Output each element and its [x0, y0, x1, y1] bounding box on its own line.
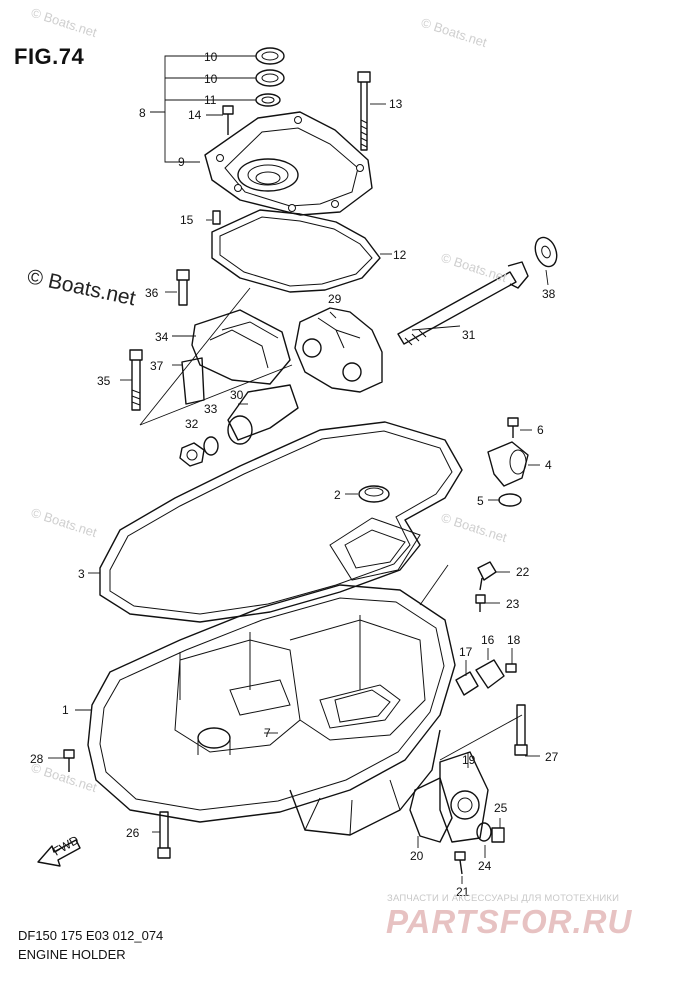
shop-logo: PARTSFOR.RU [386, 903, 633, 940]
part-number: 19 [462, 753, 476, 767]
part-number: 32 [185, 417, 199, 431]
part-number: 17 [459, 645, 473, 659]
oil-pan [87, 584, 456, 836]
part-number: 11 [204, 93, 217, 107]
part-number: 8 [139, 106, 146, 120]
part-number: 15 [180, 213, 194, 227]
part-number: 35 [97, 374, 111, 388]
part-number: 3 [78, 567, 85, 581]
top-cover-assembly [204, 47, 373, 225]
part-number: 5 [477, 494, 484, 508]
part-number: 30 [230, 388, 244, 402]
fittings [63, 417, 529, 875]
leader-lines [48, 55, 549, 884]
shop-tagline: ЗАПЧАСТИ И АКСЕССУАРЫ ДЛЯ МОТОТЕХНИКИ [387, 893, 620, 904]
part-number: 12 [393, 248, 407, 262]
part-number: 23 [506, 597, 520, 611]
part-number: 37 [150, 359, 164, 373]
part-number: 4 [545, 458, 552, 472]
part-number: 18 [507, 633, 521, 647]
mount-assembly [129, 236, 558, 467]
part-number: 27 [545, 750, 559, 764]
diagram-caption: ENGINE HOLDER [18, 947, 126, 962]
figure-title: FIG.74 [14, 44, 85, 69]
part-number: 9 [178, 155, 185, 169]
part-number: 13 [389, 97, 403, 111]
part-number: 7 [264, 726, 271, 740]
upper-gasket [211, 209, 381, 293]
part-number: 36 [145, 286, 159, 300]
part-number: 1 [62, 703, 69, 717]
part-number: 26 [126, 826, 140, 840]
oil-pan-gasket [99, 421, 463, 623]
part-number: 21 [456, 885, 470, 899]
part-number: 16 [481, 633, 495, 647]
part-number: 25 [494, 801, 508, 815]
part-number: 24 [478, 859, 492, 873]
part-number: 6 [537, 423, 544, 437]
part-number: 10 [204, 50, 218, 64]
part-number-labels: 1 2 3 4 5 6 7 8 9 10 10 11 12 13 14 15 1… [30, 50, 559, 899]
part-number: 29 [328, 292, 342, 306]
oil-plug [358, 485, 390, 503]
part-number: 31 [462, 328, 476, 342]
part-number: 20 [410, 849, 424, 863]
part-number: 34 [155, 330, 169, 344]
part-number: 22 [516, 565, 530, 579]
part-number: 33 [204, 402, 218, 416]
part-number: 38 [542, 287, 556, 301]
diagram-code: DF150 175 E03 012_074 [18, 928, 164, 943]
part-number: 10 [204, 72, 218, 86]
part-number: 14 [188, 108, 202, 122]
svg-text:FWD: FWD [51, 833, 82, 859]
forward-arrow-icon: FWD [37, 833, 82, 867]
part-number: 2 [334, 488, 341, 502]
part-number: 28 [30, 752, 44, 766]
